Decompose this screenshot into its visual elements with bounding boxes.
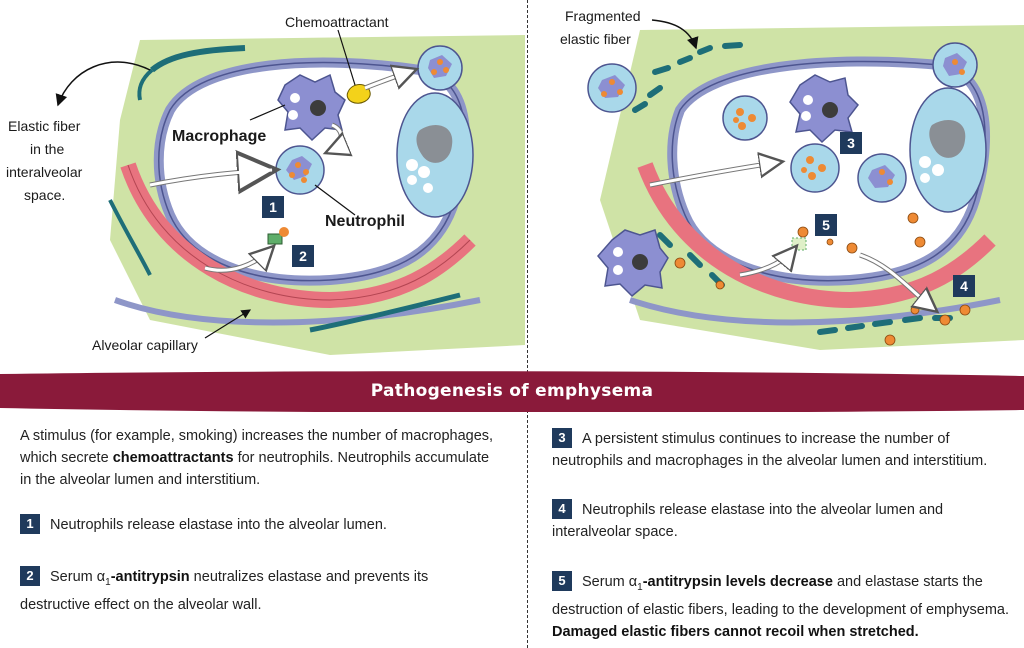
- step-4-badge: 4: [552, 499, 572, 519]
- neutrophil-r1: [587, 63, 637, 113]
- marker-4: 4: [953, 275, 975, 297]
- elastase-granules-right: [674, 212, 971, 346]
- label-elastic-fiber-1: Elastic fiber: [8, 118, 81, 134]
- marker-3: 3: [840, 132, 862, 154]
- label-fragmented-1: Fragmented: [565, 8, 641, 24]
- marker-1: 1: [262, 196, 284, 218]
- emphysema-diagram: [55, 19, 1024, 355]
- step-1-badge: 1: [20, 514, 40, 534]
- label-fragmented-2: elastic fiber: [560, 31, 631, 47]
- neutrophil-top-left: [417, 45, 463, 91]
- marker-5: 5: [815, 214, 837, 236]
- panel-divider: [527, 0, 528, 648]
- left-panel: [55, 29, 525, 355]
- neutrophil-r3: [790, 143, 840, 193]
- title-banner: [0, 371, 1024, 412]
- banner-title: Pathogenesis of emphysema: [370, 381, 654, 401]
- label-elastic-fiber-3: interalveolar: [6, 164, 83, 180]
- label-elastic-fiber-4: space.: [24, 187, 66, 203]
- chemoattractant-shape: [346, 84, 371, 104]
- marker-2: 2: [292, 245, 314, 267]
- label-chemoattractant: Chemoattractant: [285, 14, 389, 30]
- elastic-fiber-left: [150, 45, 246, 73]
- neutrophil-r5: [932, 42, 978, 88]
- label-elastic-fiber-2: in the: [30, 141, 65, 157]
- neutrophil-r2: [722, 95, 768, 141]
- right-panel: [587, 19, 1024, 350]
- label-alveolar-capillary: Alveolar capillary: [92, 337, 198, 353]
- alveolar-capillary-right: [637, 162, 996, 309]
- label-macrophage: Macrophage: [172, 128, 267, 145]
- neutrophil-r4: [857, 153, 907, 203]
- step-2-badge: 2: [20, 566, 40, 586]
- step-5-badge: 5: [552, 571, 572, 591]
- label-neutrophil: Neutrophil: [325, 213, 405, 230]
- step-3-badge: 3: [552, 428, 572, 448]
- intro-text: A stimulus (for example, smoking) increa…: [20, 428, 494, 488]
